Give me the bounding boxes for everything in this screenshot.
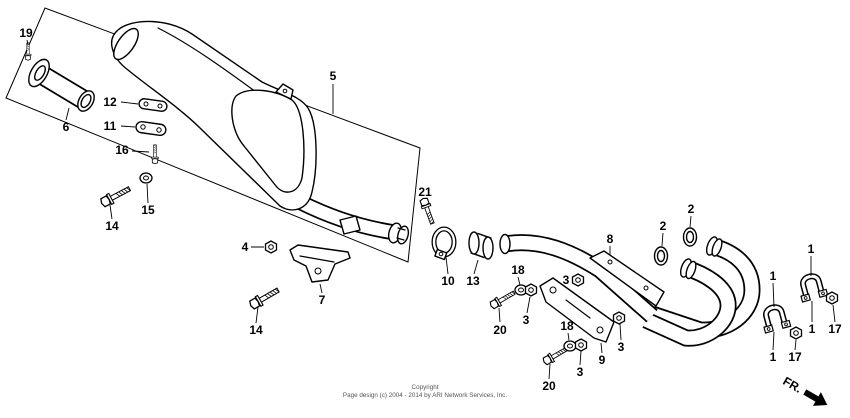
callout-2-a[interactable]: 2 — [660, 219, 667, 233]
callout-1-c[interactable]: 1 — [809, 322, 816, 336]
callout-20-upper[interactable]: 20 — [493, 323, 507, 337]
front-direction-indicator: FR. — [781, 374, 828, 406]
callout-18-upper[interactable]: 18 — [511, 263, 525, 277]
callout-18-lower[interactable]: 18 — [560, 319, 574, 333]
callout-5[interactable]: 5 — [330, 69, 337, 83]
bracket-nut — [264, 240, 278, 254]
callout-12[interactable]: 12 — [103, 95, 117, 109]
front-arrow-icon — [803, 389, 828, 406]
muffler-assembly-outline — [5, 7, 421, 263]
joint-nut-a — [825, 291, 839, 305]
callout-16[interactable]: 16 — [115, 143, 129, 157]
callout-17-b[interactable]: 17 — [788, 350, 802, 364]
clamp-bolt — [418, 196, 438, 226]
callout-17-a[interactable]: 17 — [828, 322, 842, 336]
muffler-washer — [139, 172, 153, 184]
pipe-nut — [571, 273, 585, 287]
exhaust-gasket-b — [682, 227, 698, 247]
muffler — [110, 20, 410, 245]
callout-15[interactable]: 15 — [141, 203, 155, 217]
exhaust-joint-collar-a — [797, 273, 828, 302]
callout-21[interactable]: 21 — [418, 185, 432, 199]
exhaust-pipe — [499, 233, 761, 347]
exhaust-gasket-a — [653, 246, 669, 266]
callout-3-d[interactable]: 3 — [618, 340, 625, 354]
callout-7[interactable]: 7 — [319, 293, 326, 307]
callout-4[interactable]: 4 — [242, 240, 249, 254]
exhaust-pipe-bracket — [539, 277, 615, 343]
callout-8[interactable]: 8 — [607, 232, 614, 246]
muffler-bracket — [289, 244, 351, 283]
callout-6[interactable]: 6 — [63, 120, 70, 134]
bracket-washer-lower — [563, 340, 577, 352]
tailpipe — [28, 58, 95, 112]
exhaust-joint-gasket — [468, 231, 494, 260]
exhaust-pipe-clamp — [431, 226, 457, 261]
bracket-bolt — [247, 284, 282, 312]
callout-14-lower[interactable]: 14 — [249, 323, 263, 337]
callout-3-b[interactable]: 3 — [523, 313, 530, 327]
joint-nut-b — [789, 326, 803, 340]
bracket-nut-lower — [574, 338, 588, 352]
plate-bolt — [151, 144, 159, 165]
muffler-plate-12 — [138, 98, 168, 112]
callout-1-b[interactable]: 1 — [770, 269, 777, 283]
bracket-nut-right — [612, 311, 626, 325]
callout-14-upper[interactable]: 14 — [105, 219, 119, 233]
callout-2-b[interactable]: 2 — [688, 202, 695, 216]
callout-3-c[interactable]: 3 — [577, 365, 584, 379]
callout-9[interactable]: 9 — [599, 353, 606, 367]
exhaust-joint-collar-b — [760, 304, 791, 333]
muffler-mount-bolt — [98, 183, 133, 209]
muffler-plate-11 — [135, 120, 167, 137]
callout-11[interactable]: 11 — [104, 119, 117, 133]
bracket-bolt-upper — [488, 288, 518, 311]
callout-3-a[interactable]: 3 — [563, 273, 570, 287]
copyright-notice: Page design (c) 2004 - 2014 by ARI Netwo… — [343, 392, 507, 399]
callout-10[interactable]: 10 — [441, 274, 455, 288]
callout-labels: 19 5 12 11 6 16 15 14 21 4 7 14 10 13 18… — [19, 26, 842, 393]
front-direction-label: FR. — [781, 374, 805, 396]
callout-1-a[interactable]: 1 — [808, 242, 815, 256]
callout-20-lower[interactable]: 20 — [542, 379, 556, 393]
callout-leader-lines — [26, 39, 836, 380]
bracket-nut-upper — [524, 283, 538, 297]
callout-1-d[interactable]: 1 — [770, 350, 777, 364]
copyright-heading: Copyright — [412, 384, 439, 391]
callout-19[interactable]: 19 — [19, 26, 33, 40]
callout-13[interactable]: 13 — [466, 274, 480, 288]
